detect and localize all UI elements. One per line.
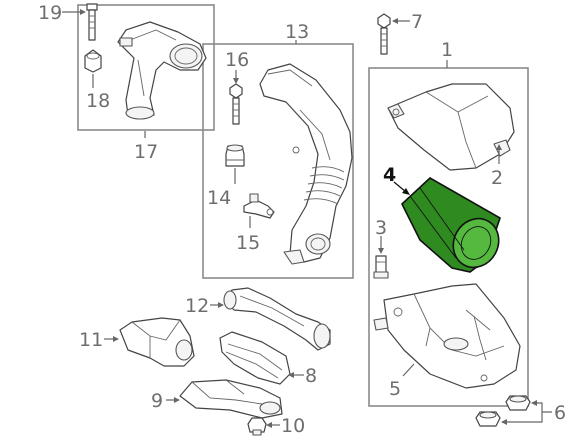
arrow-12 <box>218 302 224 308</box>
part-9-lower-duct[interactable] <box>179 379 283 419</box>
arrow-4 <box>402 188 410 195</box>
arrow-6b <box>501 419 507 425</box>
part-18-nut[interactable] <box>84 49 102 73</box>
callout-13: 13 <box>285 21 309 43</box>
callout-10: 10 <box>281 415 305 436</box>
part-2-air-cleaner-cover[interactable] <box>387 83 515 171</box>
callout-6: 6 <box>554 402 566 424</box>
part-13-intake-hose[interactable] <box>259 63 353 265</box>
group-box-17 <box>77 4 215 131</box>
callout-19: 19 <box>38 2 62 24</box>
callout-8: 8 <box>305 365 317 387</box>
callout-4: 4 <box>383 164 396 186</box>
part-3-drain-valve[interactable] <box>373 255 389 279</box>
callout-15: 15 <box>236 232 260 254</box>
arrow-6a <box>531 400 537 406</box>
part-6-grommet-lower[interactable] <box>475 411 501 427</box>
callout-18: 18 <box>86 90 110 112</box>
part-6-grommet-upper[interactable] <box>505 395 531 411</box>
arrow-9 <box>174 397 180 403</box>
callout-14: 14 <box>207 187 231 209</box>
part-11-inlet-duct[interactable] <box>119 317 195 367</box>
arrow-16 <box>233 78 239 84</box>
callout-16: 16 <box>225 49 249 71</box>
arrow-7 <box>392 18 398 24</box>
leader-4 <box>393 181 407 193</box>
callout-2: 2 <box>491 167 503 189</box>
callout-3: 3 <box>375 217 387 239</box>
arrow-3 <box>378 248 384 254</box>
callout-17: 17 <box>134 141 158 163</box>
part-15-sensor[interactable] <box>243 193 275 219</box>
part-8-shield[interactable] <box>219 331 291 385</box>
leader-5 <box>402 363 415 377</box>
part-7-bolt[interactable] <box>377 13 391 55</box>
group-box-13 <box>202 43 354 279</box>
part-4-air-filter[interactable] <box>401 177 507 275</box>
part-16-bolt[interactable] <box>229 83 243 125</box>
callout-9: 9 <box>151 390 163 412</box>
part-14-grommet[interactable] <box>225 144 245 167</box>
part-5-lower-case[interactable] <box>373 283 521 389</box>
group-box-1 <box>368 67 529 407</box>
hose-corrugation <box>303 166 345 205</box>
arrow-11 <box>113 336 119 342</box>
part-17-resonator-duct[interactable] <box>117 21 207 120</box>
callout-5: 5 <box>389 378 401 400</box>
callout-12: 12 <box>185 295 209 317</box>
arrow-10 <box>266 422 272 428</box>
callout-11: 11 <box>79 329 103 351</box>
callout-7: 7 <box>411 11 423 33</box>
arrow-2 <box>496 144 502 150</box>
part-10-clip[interactable] <box>247 417 267 436</box>
part-12-tube[interactable] <box>223 287 331 351</box>
part-19-bolt[interactable] <box>86 3 98 41</box>
callout-1: 1 <box>441 39 453 61</box>
arrow-8 <box>288 372 294 378</box>
arrow-19 <box>80 9 86 15</box>
